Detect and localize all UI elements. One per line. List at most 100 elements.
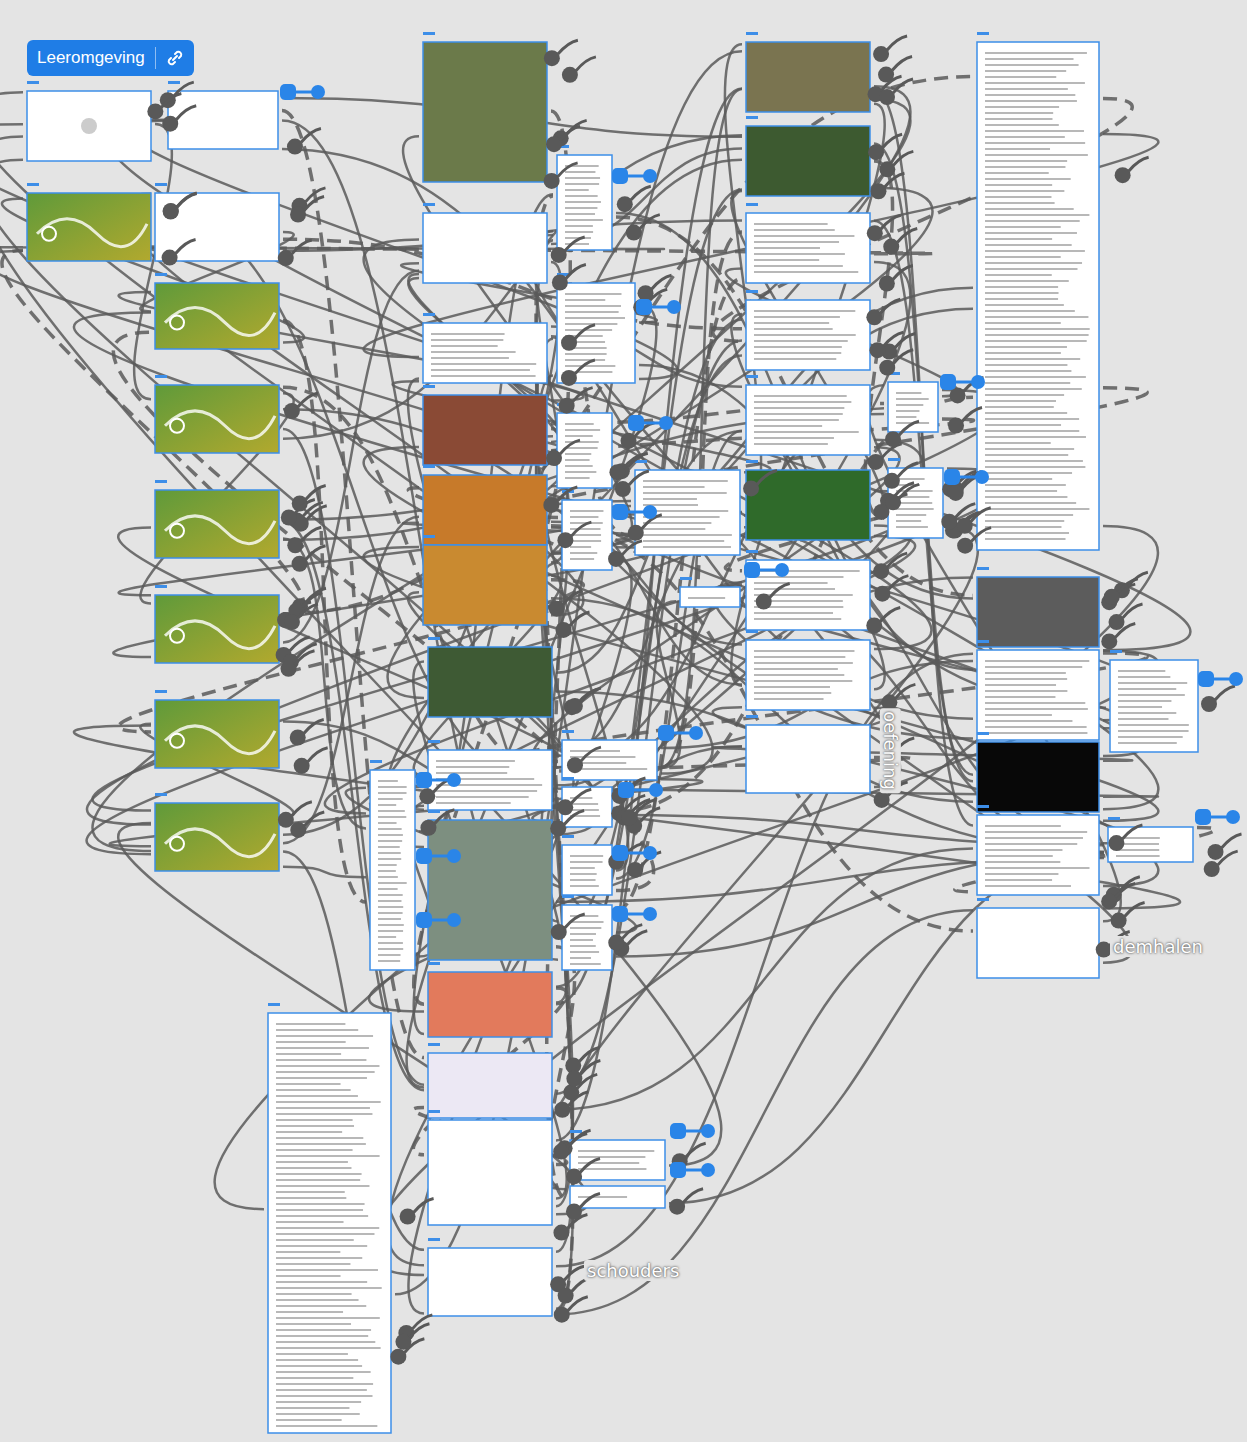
- text-line: [276, 1227, 379, 1229]
- blue-plug: [612, 168, 657, 184]
- text-line: [896, 508, 934, 510]
- text-line: [985, 352, 1061, 354]
- text-line: [1116, 849, 1159, 851]
- plug-tail: [892, 57, 912, 71]
- text-line: [754, 698, 824, 700]
- plug-tail: [962, 408, 982, 422]
- plug-tail: [307, 506, 327, 520]
- text-line: [565, 359, 605, 361]
- slide-frame: [570, 1186, 665, 1208]
- slide-menu: [155, 793, 167, 796]
- slide-frame: [155, 385, 279, 453]
- text-line: [436, 802, 511, 804]
- slide-thumbnail: [423, 203, 547, 283]
- text-line: [985, 490, 1057, 492]
- text-line: [378, 834, 403, 836]
- slide-menu: [428, 740, 440, 743]
- text-line: [276, 1137, 363, 1139]
- text-line: [276, 1329, 371, 1331]
- slide-thumbnail: [423, 32, 547, 182]
- plug-tail: [683, 1189, 703, 1203]
- slide-menu: [977, 640, 989, 643]
- text-line: [985, 430, 1079, 432]
- slide-menu: [562, 730, 574, 733]
- plug-tail: [623, 454, 643, 468]
- slide-thumbnail: [27, 81, 151, 161]
- text-line: [276, 1095, 358, 1097]
- text-line: [570, 927, 601, 929]
- slide-link: [551, 526, 973, 931]
- path-graphic: [170, 629, 184, 643]
- plug-tail: [898, 463, 918, 477]
- slide-menu: [423, 32, 435, 35]
- slide-link: [726, 268, 958, 396]
- slide-thumbnail: [680, 577, 740, 607]
- text-line: [754, 674, 844, 676]
- plug-tail: [880, 607, 900, 621]
- slide-menu: [888, 458, 900, 461]
- slide-frame: [746, 126, 870, 196]
- text-line: [754, 570, 860, 572]
- blue-plug: [670, 1123, 715, 1139]
- plug-tail: [568, 1297, 588, 1311]
- text-line: [276, 1239, 354, 1241]
- text-line: [276, 1293, 352, 1295]
- slide-thumbnail: [562, 490, 612, 570]
- plug-tail: [899, 421, 919, 435]
- text-line: [276, 1047, 369, 1049]
- text-line: [378, 840, 402, 842]
- text-line: [565, 201, 601, 203]
- slide-frame: [168, 91, 278, 149]
- text-line: [985, 118, 1052, 120]
- text-line: [570, 873, 597, 875]
- text-line: [985, 370, 1071, 372]
- text-line: [754, 686, 830, 688]
- text-line: [276, 1233, 374, 1235]
- plug-tail: [622, 925, 642, 939]
- text-line: [378, 954, 401, 956]
- text-line: [276, 1185, 369, 1187]
- slide-thumbnail: [428, 962, 552, 1037]
- slide-link: [874, 221, 973, 775]
- slide-link: [556, 88, 742, 1140]
- text-line: [578, 1168, 646, 1170]
- text-line: [754, 259, 819, 261]
- text-line: [754, 425, 822, 427]
- text-line: [565, 447, 598, 449]
- slide-menu: [428, 810, 440, 813]
- text-line: [276, 1167, 351, 1169]
- plug-tail: [560, 440, 580, 454]
- text-line: [985, 400, 1056, 402]
- plug-tail: [881, 215, 901, 229]
- text-line: [985, 208, 1074, 210]
- text-line: [754, 413, 843, 415]
- plug-tail: [566, 264, 586, 278]
- slide-link: [283, 270, 419, 642]
- slide-link: [283, 867, 366, 878]
- text-line: [565, 189, 589, 191]
- slide-menu: [155, 480, 167, 483]
- text-line: [754, 407, 844, 409]
- slide-thumbnail: [746, 375, 870, 455]
- text-line: [276, 1335, 368, 1337]
- text-line: [896, 404, 923, 406]
- text-line: [985, 496, 1067, 498]
- slide-link: [74, 726, 1180, 909]
- path-graphic: [170, 734, 184, 748]
- text-line: [431, 375, 536, 377]
- slide-link: [407, 304, 657, 1087]
- text-line: [985, 334, 1089, 336]
- text-line: [896, 416, 916, 418]
- text-line: [570, 803, 598, 805]
- slide-thumbnail: [155, 375, 279, 453]
- slide-thumbnail: [423, 385, 547, 465]
- text-line: [985, 196, 1051, 198]
- text-line: [570, 552, 597, 554]
- text-line: [754, 346, 842, 348]
- slide-link: [669, 854, 1104, 1203]
- plug-tail: [571, 522, 591, 536]
- slide-thumbnail: [268, 1003, 391, 1433]
- plug-tail: [304, 196, 324, 210]
- text-line: [565, 171, 595, 173]
- slide-menu: [423, 385, 435, 388]
